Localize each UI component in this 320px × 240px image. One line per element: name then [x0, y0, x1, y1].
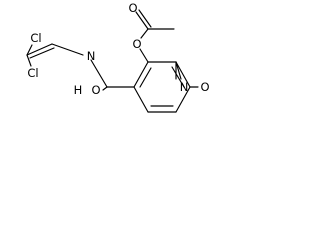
bonds: [26, 9, 199, 113]
bond-acyl-o-b: [138, 9, 152, 28]
atom-cl-top: Cl: [30, 31, 41, 45]
bond-acyl-o-a: [135, 11, 149, 30]
bond-carbonyl-o: [102, 86, 108, 91]
ring-bond-1: [133, 61, 149, 88]
ring-bond-3: [175, 61, 191, 88]
atom-cl-bottom: Cl: [27, 66, 38, 80]
atom-nitroso-n: N: [180, 80, 189, 94]
atom-ester-o: O: [132, 37, 141, 51]
atom-amide-n: N: [87, 49, 96, 63]
atom-amide-o: O: [91, 83, 100, 97]
chemical-structure-diagram: Cl Cl N H O O O N O: [26, 1, 210, 113]
bond-ring-ester-o: [139, 48, 149, 63]
ring-bond-4: [175, 86, 191, 113]
atom-carbonyl-o: O: [128, 1, 137, 15]
atom-labels: Cl Cl N H O O O N O: [27, 1, 209, 97]
bond-vinyl-double-b: [29, 47, 55, 59]
ring-inner-double-1: [139, 67, 152, 88]
atom-amide-h: H: [74, 83, 83, 97]
bond-c-cl-top: [26, 44, 33, 56]
ring-inner-double-3: [171, 66, 185, 88]
ring-bond-6: [133, 86, 149, 113]
bond-n-carbonyl: [90, 59, 108, 88]
bond-vinyl-n: [51, 43, 84, 56]
bond-ester-o-acyl: [140, 28, 149, 39]
bond-c-cl-bottom: [26, 54, 32, 67]
bond-vinyl-double-a: [26, 43, 53, 56]
atom-nitroso-o: O: [200, 80, 209, 94]
bond-ring-nitroso-n-b: [175, 61, 182, 80]
